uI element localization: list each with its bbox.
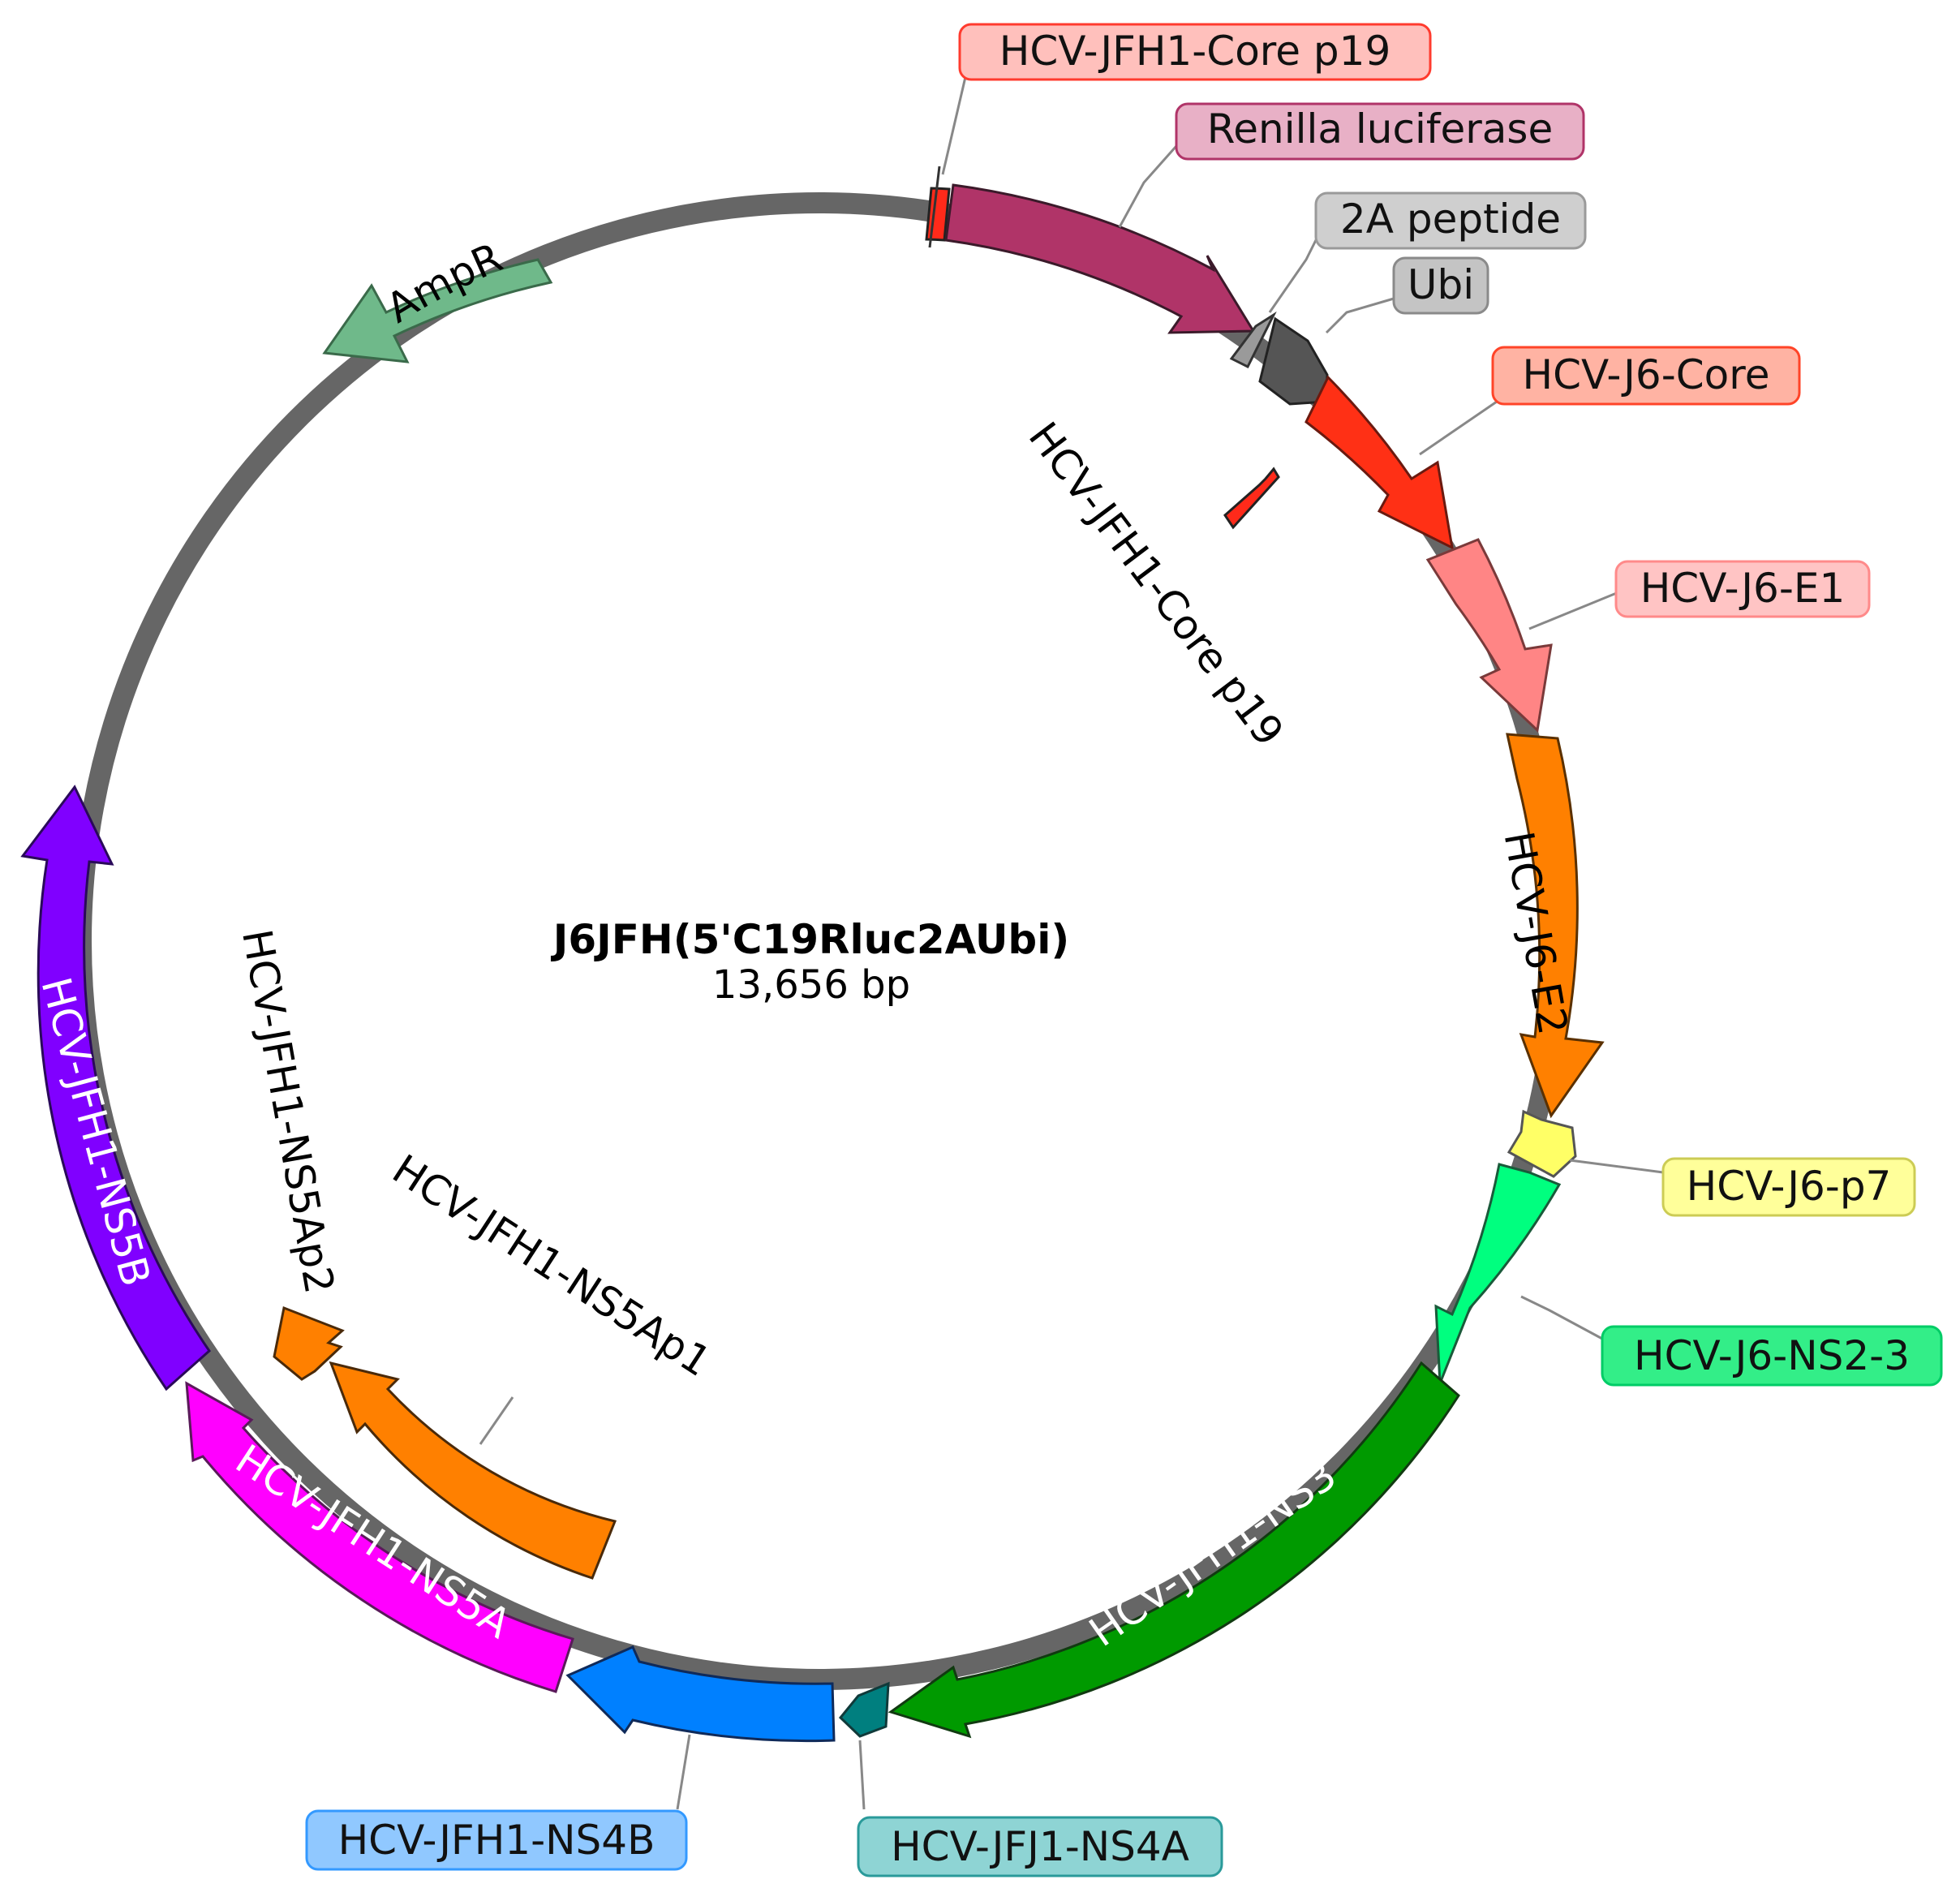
callout-j6-e1-box — [1614, 560, 1871, 618]
j6-core-arrow[interactable] — [1305, 375, 1454, 550]
callout-core-p19-box — [958, 23, 1432, 81]
jfh1-ns3-arrow[interactable] — [888, 1361, 1460, 1739]
callout-ubi[interactable]: Ubi — [1392, 256, 1489, 315]
2a-peptide-block[interactable] — [1229, 311, 1277, 369]
callout-2a-label: 2A peptide — [1340, 196, 1561, 243]
ampr-arrow[interactable] — [322, 258, 553, 363]
core-p19-leader — [941, 76, 967, 175]
inner-core-p19-label: HCV-JFH1-Core p19 — [1020, 414, 1293, 755]
ubi-leader — [1325, 297, 1395, 334]
ns5ap1-arrow[interactable] — [329, 1361, 617, 1580]
ns5ap2-arrow[interactable] — [273, 1305, 345, 1381]
callout-jfj1-ns4a[interactable]: HCV-JFJ1-NS4A — [857, 1816, 1223, 1877]
leader-lines — [479, 76, 1664, 1810]
jfh1-ns5a-arrow[interactable] — [185, 1381, 574, 1693]
callout-jfh1-ns4b[interactable]: HCV-JFH1-NS4B — [305, 1809, 688, 1871]
callout-2a-box — [1314, 191, 1587, 250]
callout-j6-core-label: HCV-J6-Core — [1523, 351, 1770, 398]
callout-2a-peptide[interactable]: 2A peptide — [1314, 191, 1587, 250]
ns5ap1-label: HCV-JFH1-NS5Ap1 — [385, 1146, 720, 1386]
callout-renilla-label: Renilla luciferase — [1207, 105, 1554, 153]
j6-e1-leader — [1528, 591, 1619, 630]
jfj1-ns4a-leader — [858, 1740, 866, 1810]
plasmid-length: 13,656 bp — [712, 962, 910, 1008]
j6-ns2-3-leader — [1520, 1295, 1603, 1340]
callout-jfh1-ns4b-label: HCV-JFH1-NS4B — [338, 1817, 655, 1864]
callout-core-p19[interactable]: HCV-JFH1-Core p19 — [958, 23, 1432, 81]
jfh1-ns5b-arrow[interactable] — [20, 785, 211, 1391]
ubi-arrow[interactable] — [1258, 316, 1329, 406]
j6-e2-arrow[interactable] — [1506, 733, 1605, 1119]
j6-ns2-3-arrow[interactable] — [1434, 1163, 1562, 1384]
callout-ubi-label: Ubi — [1408, 261, 1474, 308]
callout-jfj1-ns4a-box — [857, 1816, 1223, 1877]
callout-renilla-box — [1175, 102, 1585, 161]
j6-p7-leader — [1569, 1159, 1664, 1174]
plasmid-name: J6JFH(5'C19Rluc2AUbi) — [551, 916, 1069, 963]
renilla-leader — [1118, 145, 1178, 228]
callout-j6-ns2-3-box — [1601, 1325, 1943, 1387]
callout-jfh1-ns4b-box — [305, 1809, 688, 1871]
j6-core-leader — [1419, 400, 1498, 456]
ns5ap1-leader — [479, 1396, 514, 1445]
j6-p7-arrow[interactable] — [1507, 1109, 1577, 1178]
callout-j6-ns2-3-label: HCV-J6-NS2-3 — [1634, 1332, 1910, 1379]
callout-j6-e1-label: HCV-J6-E1 — [1640, 565, 1846, 612]
j6-e1-arrow[interactable] — [1425, 538, 1553, 733]
jfh1-ns4b-arrow[interactable] — [565, 1645, 836, 1743]
callout-j6-e1[interactable]: HCV-J6-E1 — [1614, 560, 1871, 618]
callout-j6-p7-box — [1661, 1157, 1916, 1217]
jfj1-ns4a-arrow[interactable] — [838, 1681, 890, 1738]
callout-j6-core[interactable]: HCV-J6-Core — [1491, 346, 1801, 406]
callout-jfj1-ns4a-label: HCV-JFJ1-NS4A — [891, 1823, 1189, 1870]
callout-j6-p7-label: HCV-J6-p7 — [1687, 1163, 1892, 1210]
callout-j6-core-box — [1491, 346, 1801, 406]
callout-j6-ns2-3[interactable]: HCV-J6-NS2-3 — [1601, 1325, 1943, 1387]
2a-leader — [1268, 234, 1320, 313]
inner-core-p19-arrow[interactable] — [1223, 467, 1280, 530]
renilla-luciferase-arrow[interactable] — [944, 183, 1256, 334]
jfh1-ns4b-leader — [676, 1734, 691, 1810]
callout-j6-p7[interactable]: HCV-J6-p7 — [1661, 1157, 1916, 1217]
callout-renilla[interactable]: Renilla luciferase — [1175, 102, 1585, 161]
callout-ubi-box — [1392, 256, 1489, 315]
ns5ap2-label: HCV-JFH1-NS5Ap2 — [233, 926, 343, 1297]
callout-core-p19-label: HCV-JFH1-Core p19 — [999, 28, 1391, 75]
core-p19-tick — [928, 166, 941, 248]
